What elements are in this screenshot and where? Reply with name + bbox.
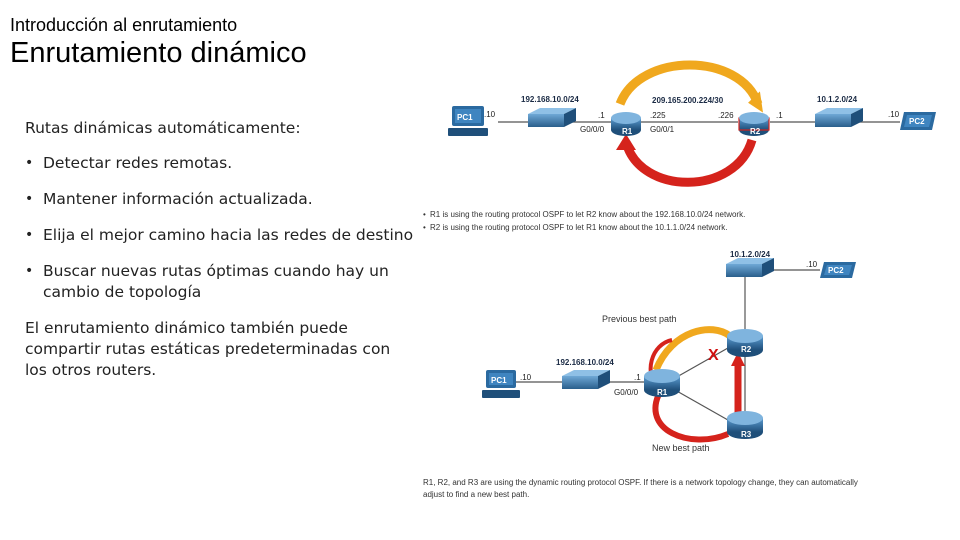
new-path-arrowhead	[731, 352, 745, 366]
note-line: R1 is using the routing protocol OSPF to…	[430, 210, 745, 219]
bullet-item: Detectar redes remotas.	[25, 153, 415, 174]
link-failure-mark: X	[708, 347, 719, 364]
r2-lan-address: .1	[776, 111, 783, 120]
net-mid-label: 209.165.200.224/30	[652, 96, 724, 105]
new-path-label: New best path	[652, 443, 710, 453]
pc2-label: PC2	[828, 266, 844, 275]
intro-text: Rutas dinámicas automáticamente:	[25, 119, 301, 137]
r1-label: R1	[657, 388, 668, 397]
link-r1-r2	[674, 343, 736, 379]
router-r2-icon	[727, 329, 763, 357]
pc1-address: .10	[520, 373, 532, 382]
slide-title: Enrutamiento dinámico	[10, 37, 307, 69]
pc-icon	[900, 112, 936, 130]
bullet-list: Detectar redes remotas. Mantener informa…	[25, 153, 415, 303]
net-top-label: 10.1.2.0/24	[730, 250, 771, 259]
link-r1-r3	[674, 389, 736, 425]
new-path-arrow-lower	[652, 390, 730, 443]
pc-icon	[482, 370, 520, 398]
r2-label: R2	[750, 127, 761, 136]
switch-icon	[726, 258, 774, 277]
pc1-address: .10	[484, 110, 496, 119]
diagram-top: PC1 .10 192.168.10.0/24 R1 .1 G0/0/0 .22…	[423, 60, 936, 232]
net-right-label: 10.1.2.0/24	[817, 95, 858, 104]
net-left-label: 192.168.10.0/24	[521, 95, 579, 104]
pc-icon	[448, 106, 488, 136]
pc1-label: PC1	[457, 113, 473, 122]
net-left-label: 192.168.10.0/24	[556, 358, 614, 367]
slide-body: Rutas dinámicas automáticamente: Detecta…	[25, 118, 415, 395]
switch-icon	[562, 370, 610, 389]
bullet-item: Mantener información actualizada.	[25, 189, 415, 210]
pc2-address: .10	[806, 260, 818, 269]
r1-lan-address: .1	[598, 111, 605, 120]
previous-path-arrow	[652, 326, 733, 372]
pc1-label: PC1	[491, 376, 507, 385]
orange-arrowhead	[748, 91, 763, 113]
router-r1-icon	[611, 112, 641, 136]
r2-wan-address: .226	[718, 111, 734, 120]
orange-arrow	[615, 60, 763, 106]
switch-icon	[815, 108, 863, 127]
slide-subtitle: Introducción al enrutamiento	[10, 15, 238, 35]
switch-icon	[528, 108, 576, 127]
diagram-bottom: Previous best path X New best path 10.1.…	[423, 250, 858, 499]
r1-lan-port: G0/0/0	[580, 125, 605, 134]
pc2-label: PC2	[909, 117, 925, 126]
pc-icon	[820, 262, 856, 278]
r1-port: G0/0/0	[614, 388, 639, 397]
bullet-item: Elija el mejor camino hacia las redes de…	[25, 225, 415, 246]
r2-label: R2	[741, 345, 752, 354]
note-bullet: •	[423, 223, 426, 232]
previous-path-label: Previous best path	[602, 314, 677, 324]
r1-address: .1	[634, 373, 641, 382]
pc2-address: .10	[888, 110, 900, 119]
bullet-item: Buscar nuevas rutas óptimas cuando hay u…	[25, 261, 415, 303]
r1-wan-address: .225	[650, 111, 666, 120]
caption-line: adjust to find a new best path.	[423, 490, 529, 499]
caption-line: R1, R2, and R3 are using the dynamic rou…	[423, 478, 858, 487]
slide-header: Introducción al enrutamiento Enrutamient…	[10, 14, 307, 70]
note-line: R2 is using the routing protocol OSPF to…	[430, 223, 728, 232]
note-bullet: •	[423, 210, 426, 219]
r1-label: R1	[622, 127, 633, 136]
red-arrowhead	[616, 134, 636, 150]
r3-label: R3	[741, 430, 752, 439]
router-r1-icon	[644, 369, 680, 397]
closing-text: El enrutamiento dinámico también puede c…	[25, 319, 391, 379]
red-arrow	[621, 138, 757, 187]
router-r3-icon	[727, 411, 763, 439]
router-r2-icon	[738, 112, 770, 136]
r1-wan-port: G0/0/1	[650, 125, 675, 134]
